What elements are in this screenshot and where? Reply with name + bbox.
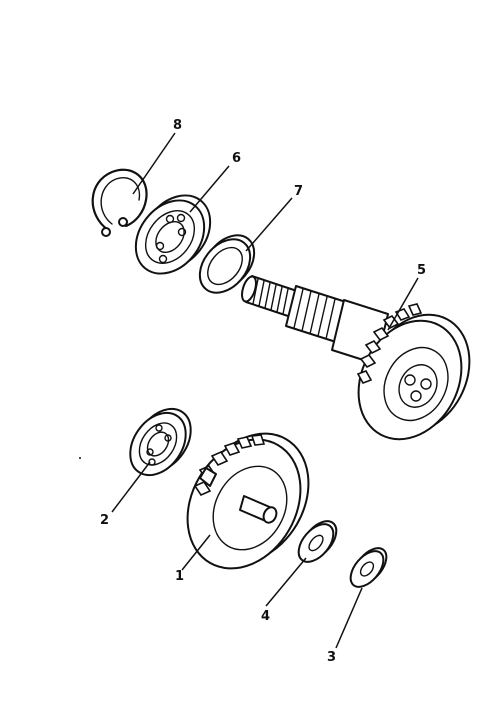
leader-line-8 bbox=[132, 132, 176, 195]
ball-bearing-lower bbox=[129, 407, 192, 477]
leader-line-3 bbox=[335, 587, 363, 649]
ball-bearing-upper bbox=[134, 194, 212, 275]
leader-line-6 bbox=[189, 165, 230, 213]
oil-seal bbox=[198, 234, 256, 294]
callout-2: 2 bbox=[100, 513, 109, 528]
washer-3 bbox=[349, 547, 388, 588]
main-shaft-with-gear bbox=[241, 275, 471, 441]
driven-gear bbox=[186, 432, 310, 570]
callout-6: 6 bbox=[232, 151, 241, 166]
leader-line-2 bbox=[111, 461, 151, 513]
callout-7: 7 bbox=[294, 184, 303, 199]
washer-4 bbox=[297, 520, 338, 563]
leader-line-5 bbox=[387, 277, 419, 331]
callout-4: 4 bbox=[261, 609, 270, 624]
callout-1: 1 bbox=[175, 569, 184, 584]
callout-5: 5 bbox=[417, 263, 426, 278]
leader-line-7 bbox=[245, 197, 293, 252]
leader-line-4 bbox=[265, 557, 307, 607]
print-speck bbox=[79, 457, 81, 459]
leader-line-1 bbox=[181, 534, 211, 571]
callout-8: 8 bbox=[173, 118, 182, 133]
circlip bbox=[91, 168, 148, 237]
callout-3: 3 bbox=[327, 650, 336, 665]
